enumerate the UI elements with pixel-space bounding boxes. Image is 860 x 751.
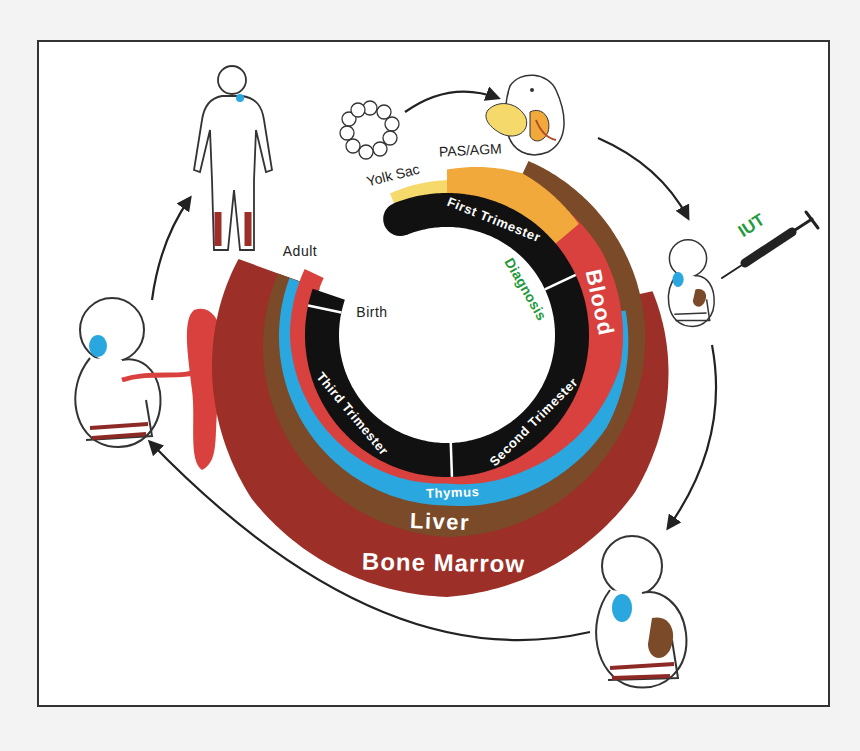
blastocyst xyxy=(340,101,399,159)
cycle-arrows xyxy=(150,92,716,641)
adult-figure xyxy=(194,66,272,250)
fetus-large xyxy=(596,536,686,687)
trimester-label: Second Trimester xyxy=(487,375,581,469)
fetus-small xyxy=(668,240,714,327)
band-label: Liver xyxy=(410,508,471,535)
syringe xyxy=(722,212,818,278)
band-label: Thymus xyxy=(426,485,480,502)
fetus-placenta xyxy=(75,298,224,470)
band-shape xyxy=(285,173,609,497)
trimester-label: Third Trimester xyxy=(313,370,391,459)
band-label: Bone Marrow xyxy=(361,548,524,578)
timeline-ring: First TrimesterSecond TrimesterThird Tri… xyxy=(285,173,609,497)
milestone-label: Birth xyxy=(356,304,387,320)
band-label: PAS/AGM xyxy=(438,140,502,159)
milestone-label: Adult xyxy=(283,243,317,259)
